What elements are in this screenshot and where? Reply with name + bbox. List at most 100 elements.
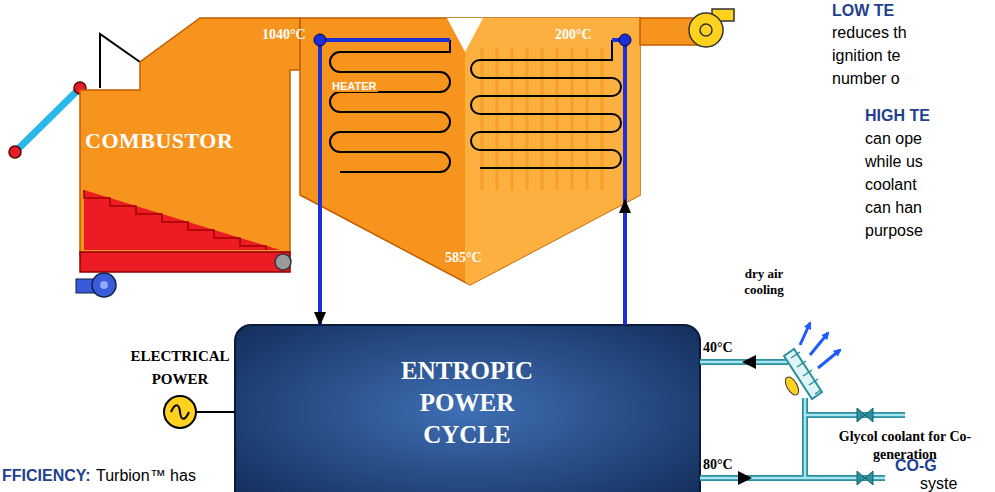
temperature-label: 40°C bbox=[703, 340, 733, 356]
generator-symbol bbox=[163, 395, 197, 429]
generator-circle-shape bbox=[164, 396, 196, 428]
side-text: ignition te bbox=[832, 46, 901, 66]
coolant-pipes bbox=[857, 408, 865, 422]
side-text: coolant bbox=[865, 175, 917, 195]
side-text-text: can ope bbox=[865, 129, 922, 149]
dry-cooler bbox=[818, 350, 840, 368]
side-text: reduces th bbox=[832, 23, 907, 43]
power-cycle-box bbox=[235, 325, 700, 492]
generator-circle: ELECTRICAL POWER bbox=[163, 395, 197, 429]
side-heading: CO-G bbox=[895, 456, 937, 476]
return-fluid-pipe bbox=[623, 200, 627, 325]
heater-box: HEATER bbox=[300, 18, 640, 200]
heater-pipes bbox=[314, 34, 326, 46]
side-text-text: purpose bbox=[865, 221, 923, 241]
combustor-body bbox=[84, 190, 280, 250]
dry-cooler bbox=[783, 375, 802, 397]
dry-cooler bbox=[800, 323, 810, 345]
temperature-label: 200°C bbox=[555, 27, 592, 43]
coolant-pipes bbox=[865, 471, 873, 485]
temperature-label-text: 1040°C bbox=[262, 27, 306, 43]
heater-vessel bbox=[300, 18, 640, 285]
side-text: syste bbox=[920, 474, 957, 492]
power-cycle-box-label: ENTROPIC POWER CYCLE bbox=[387, 355, 547, 451]
fuel-feeder bbox=[15, 88, 80, 152]
side-text-text: syste bbox=[920, 474, 957, 492]
heater-pipes bbox=[320, 38, 450, 42]
side-text-text: ignition te bbox=[832, 46, 901, 66]
dry-cooler bbox=[810, 333, 828, 355]
fuel-feeder bbox=[100, 34, 140, 88]
temperature-label: 1040°C bbox=[262, 27, 306, 43]
cooling-label: dry air cooling bbox=[733, 266, 795, 298]
temperature-label-text: 585°C bbox=[445, 250, 482, 266]
fuel-feeder bbox=[9, 146, 21, 158]
side-text: while us bbox=[865, 152, 923, 172]
heater-box-label: HEATER bbox=[330, 80, 378, 92]
side-heading-text: HIGH TE bbox=[865, 106, 930, 126]
coolant-pipes bbox=[857, 471, 865, 485]
side-text: can han bbox=[865, 198, 922, 218]
heater-pipes bbox=[314, 34, 631, 201]
combustor-body bbox=[80, 252, 290, 272]
sine-symbol bbox=[171, 405, 189, 419]
exhaust-fan bbox=[689, 13, 723, 47]
side-text-text: Turbion™ has bbox=[96, 466, 196, 486]
generator-circle-label: ELECTRICAL POWER bbox=[122, 345, 238, 391]
side-text: can ope bbox=[865, 129, 922, 149]
side-text-text: can han bbox=[865, 198, 922, 218]
heater-pipes bbox=[619, 34, 631, 46]
heater-pipes bbox=[318, 40, 322, 201]
combustor-box: COMBUSTOR bbox=[80, 90, 290, 250]
side-heading-text: FFICIENCY: bbox=[2, 466, 91, 486]
air-blower bbox=[100, 281, 108, 289]
heater-vessel bbox=[300, 18, 640, 285]
temperature-label: 585°C bbox=[445, 250, 482, 266]
side-heading-text: CO-G bbox=[895, 456, 937, 476]
combustor-body bbox=[275, 254, 291, 270]
heater-pipes bbox=[623, 40, 627, 201]
hot-fluid-pipe bbox=[318, 200, 322, 325]
combustor-body bbox=[80, 18, 300, 272]
combustor-body bbox=[84, 190, 266, 250]
side-text-text: number o bbox=[832, 69, 900, 89]
side-heading: FFICIENCY: bbox=[2, 466, 91, 486]
combustor-box-label-text: COMBUSTOR bbox=[85, 128, 233, 154]
side-text-text: while us bbox=[865, 152, 923, 172]
side-text: number o bbox=[832, 69, 900, 89]
dry-cooler bbox=[783, 323, 840, 399]
heater-vessel bbox=[465, 18, 640, 285]
coolant-pipes bbox=[865, 408, 873, 422]
power-cycle-box: ENTROPIC POWER CYCLE bbox=[235, 325, 700, 492]
heater-vessel bbox=[447, 18, 483, 52]
combustor-body bbox=[80, 18, 300, 255]
power-cycle-box bbox=[235, 325, 700, 492]
coolant-pipes bbox=[738, 471, 752, 485]
temperature-label-text: 80°C bbox=[703, 457, 733, 473]
heater-box-label-text: HEATER bbox=[330, 80, 378, 92]
exhaust-fan bbox=[700, 24, 712, 36]
coolant-pipes bbox=[742, 355, 756, 369]
cooling-label-text: dry air cooling bbox=[733, 266, 795, 298]
side-heading: LOW TE bbox=[832, 1, 894, 21]
heater-vessel bbox=[471, 40, 621, 168]
temperature-label: 80°C bbox=[703, 457, 733, 473]
side-heading-text: LOW TE bbox=[832, 1, 894, 21]
side-text-text: coolant bbox=[865, 175, 917, 195]
power-cycle-box-label-text: ENTROPIC POWER CYCLE bbox=[387, 355, 547, 451]
side-text: purpose bbox=[865, 221, 923, 241]
power-wire bbox=[197, 411, 235, 413]
side-text: Turbion™ has bbox=[96, 466, 196, 486]
side-text-text: reduces th bbox=[832, 23, 907, 43]
temperature-label-text: 200°C bbox=[555, 27, 592, 43]
exhaust-fan bbox=[640, 9, 734, 47]
combustor-box-label: COMBUSTOR bbox=[85, 128, 233, 154]
temperature-label-text: 40°C bbox=[703, 340, 733, 356]
heater-vessel bbox=[330, 40, 450, 172]
side-heading: HIGH TE bbox=[865, 106, 930, 126]
generator-circle-label-text: ELECTRICAL POWER bbox=[122, 345, 238, 391]
air-blower bbox=[92, 273, 116, 297]
air-blower bbox=[76, 273, 116, 297]
